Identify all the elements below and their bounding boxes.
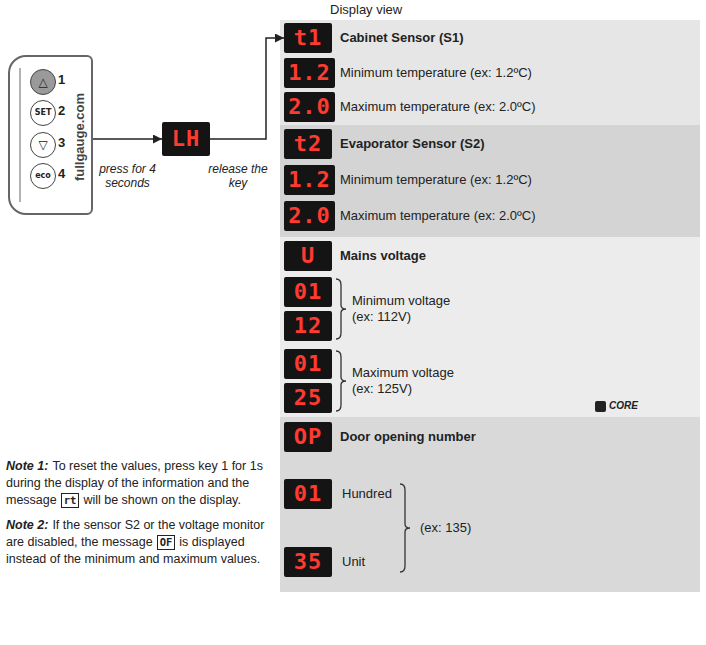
display-code: OP (294, 426, 323, 448)
note-heading: Note 2: (6, 518, 48, 532)
band-ground (280, 20, 700, 125)
display-code: 01 (294, 281, 323, 303)
arrow-connector (210, 38, 284, 139)
brace (400, 484, 410, 572)
callout-number: 2 (58, 104, 65, 117)
key-label: SET (35, 109, 52, 117)
display-view-panel: Display viewCabinet Sensor (S1) Minimum t… (280, 0, 700, 592)
item-description: Cabinet Sensor (S1) (340, 30, 464, 46)
item-description: (ex: 135) (420, 520, 471, 536)
display-segment: 35 (284, 547, 332, 577)
brand-text: fullgauge.com (72, 93, 88, 181)
callout-number: 4 (58, 167, 65, 180)
display-segment: 01 (284, 277, 332, 307)
display-code: 25 (294, 387, 323, 409)
display-code: 12 (294, 315, 323, 337)
controller-device: fullgauge.com △ SET ▽ eco (8, 55, 93, 215)
brace (336, 351, 346, 411)
note-block: Note 1:To reset the values, press key 1 … (6, 458, 274, 509)
item-description: Mains voltage (340, 248, 426, 264)
core-icon (595, 401, 606, 412)
display-code: 01 (294, 483, 323, 505)
item-description: Maximum temperature (ex: 2.0ºC) (340, 99, 535, 115)
key-label: eco (35, 172, 51, 180)
panel-title: Display view (330, 2, 402, 18)
display-segment: 12 (284, 311, 332, 341)
display-code: LH (172, 128, 201, 150)
display-code: t2 (294, 133, 323, 155)
display-segment: t1 (284, 23, 332, 53)
note-heading: Note 1: (6, 459, 48, 473)
band-ground (280, 417, 700, 592)
note-block: Note 2:If the sensor S2 or the voltage m… (6, 517, 274, 568)
key-symbol: △ (38, 76, 47, 88)
item-description: Minimum temperature (ex: 1.2ºC) (340, 172, 532, 188)
brace (336, 279, 346, 339)
key-symbol: ▽ (38, 139, 47, 151)
display-segment: OP (284, 422, 332, 452)
key-button: ▽ (30, 132, 56, 158)
brand-mark: CORE (609, 401, 638, 411)
display-code: 1.2 (288, 169, 331, 191)
key-button: △ (30, 69, 56, 95)
display-group: Evaporator Sensor (S2) Minimum temperatur… (280, 125, 700, 237)
band-ground (280, 125, 700, 237)
display-code: t1 (294, 27, 323, 49)
item-description: Unit (342, 554, 365, 570)
display-segment: 25 (284, 383, 332, 413)
display-code: 1.2 (288, 62, 331, 84)
display-code: 2.0 (288, 205, 331, 227)
display-segment: U (284, 241, 332, 271)
callout-number: 1 (58, 73, 65, 86)
display-segment: 01 (284, 349, 332, 379)
item-description: Maximum voltage (ex: 125V) (352, 365, 464, 398)
display-segment: 1.2 (284, 58, 335, 88)
item-description: Minimum voltage (ex: 112V) (352, 293, 464, 326)
display-segment: LH (162, 122, 210, 156)
display-code: OF (157, 535, 176, 550)
item-description: Evaporator Sensor (S2) (340, 136, 485, 152)
band-ground (280, 237, 700, 417)
callout-number: 3 (58, 136, 65, 149)
edge-label: release the key (205, 162, 271, 191)
arrow-connector (93, 138, 162, 140)
display-segment: 01 (284, 479, 332, 509)
display-group: Mains voltageMinimum voltage (ex: 112V) M… (280, 237, 700, 417)
display-code: rt (61, 493, 80, 508)
display-segment: t2 (284, 129, 332, 159)
key-button: SET (30, 100, 56, 126)
item-description: Hundred (342, 486, 392, 502)
item-description: Minimum temperature (ex: 1.2ºC) (340, 65, 532, 81)
display-code: U (301, 245, 315, 267)
display-segment: 2.0 (284, 92, 335, 122)
display-code: 01 (294, 353, 323, 375)
item-description: Door opening number (340, 429, 476, 445)
housing-line (19, 68, 21, 202)
key-button: eco (30, 163, 56, 189)
display-segment: 2.0 (284, 201, 335, 231)
display-code: 35 (294, 551, 323, 573)
display-segment: 1.2 (284, 165, 335, 195)
display-code: 2.0 (288, 96, 331, 118)
note-text: will be shown on the display. (83, 493, 241, 507)
item-description: Maximum temperature (ex: 2.0ºC) (340, 208, 535, 224)
edge-label: press for 4 seconds (95, 162, 161, 191)
display-group: Cabinet Sensor (S1) Minimum temperature (… (280, 20, 700, 125)
display-group: Door opening numberHundredUnit (ex: 135) O… (280, 417, 700, 592)
